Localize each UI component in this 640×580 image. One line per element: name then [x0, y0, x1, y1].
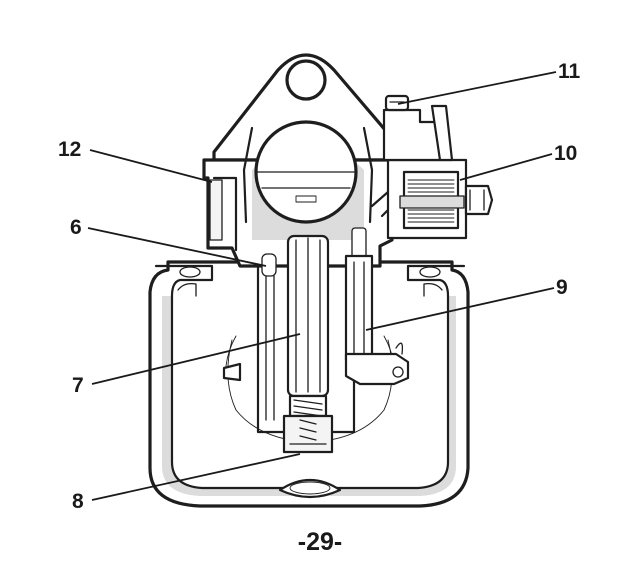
callout-8: 8: [72, 490, 84, 513]
callout-9: 9: [556, 276, 568, 299]
needle-jet-assembly: [256, 234, 356, 454]
leader-9: [365, 287, 555, 331]
leader-11: [397, 71, 557, 105]
callout-labels: 11 10 12 6 9 7 8: [58, 60, 581, 513]
pilot-screw-assembly: [382, 94, 494, 240]
leader-12: [89, 149, 213, 183]
leader-6: [87, 227, 267, 267]
leader-lines: [87, 71, 557, 501]
carburetor-body: [202, 53, 400, 268]
leader-7: [91, 333, 301, 385]
callout-7: 7: [72, 374, 84, 397]
callout-6: 6: [70, 216, 82, 239]
leader-10: [459, 153, 553, 181]
leader-8: [91, 453, 301, 501]
page-number: -29-: [298, 528, 342, 556]
callout-10: 10: [554, 142, 577, 165]
float-needle-valve: [222, 227, 410, 386]
callout-12: 12: [58, 138, 81, 161]
callout-11: 11: [558, 60, 581, 83]
